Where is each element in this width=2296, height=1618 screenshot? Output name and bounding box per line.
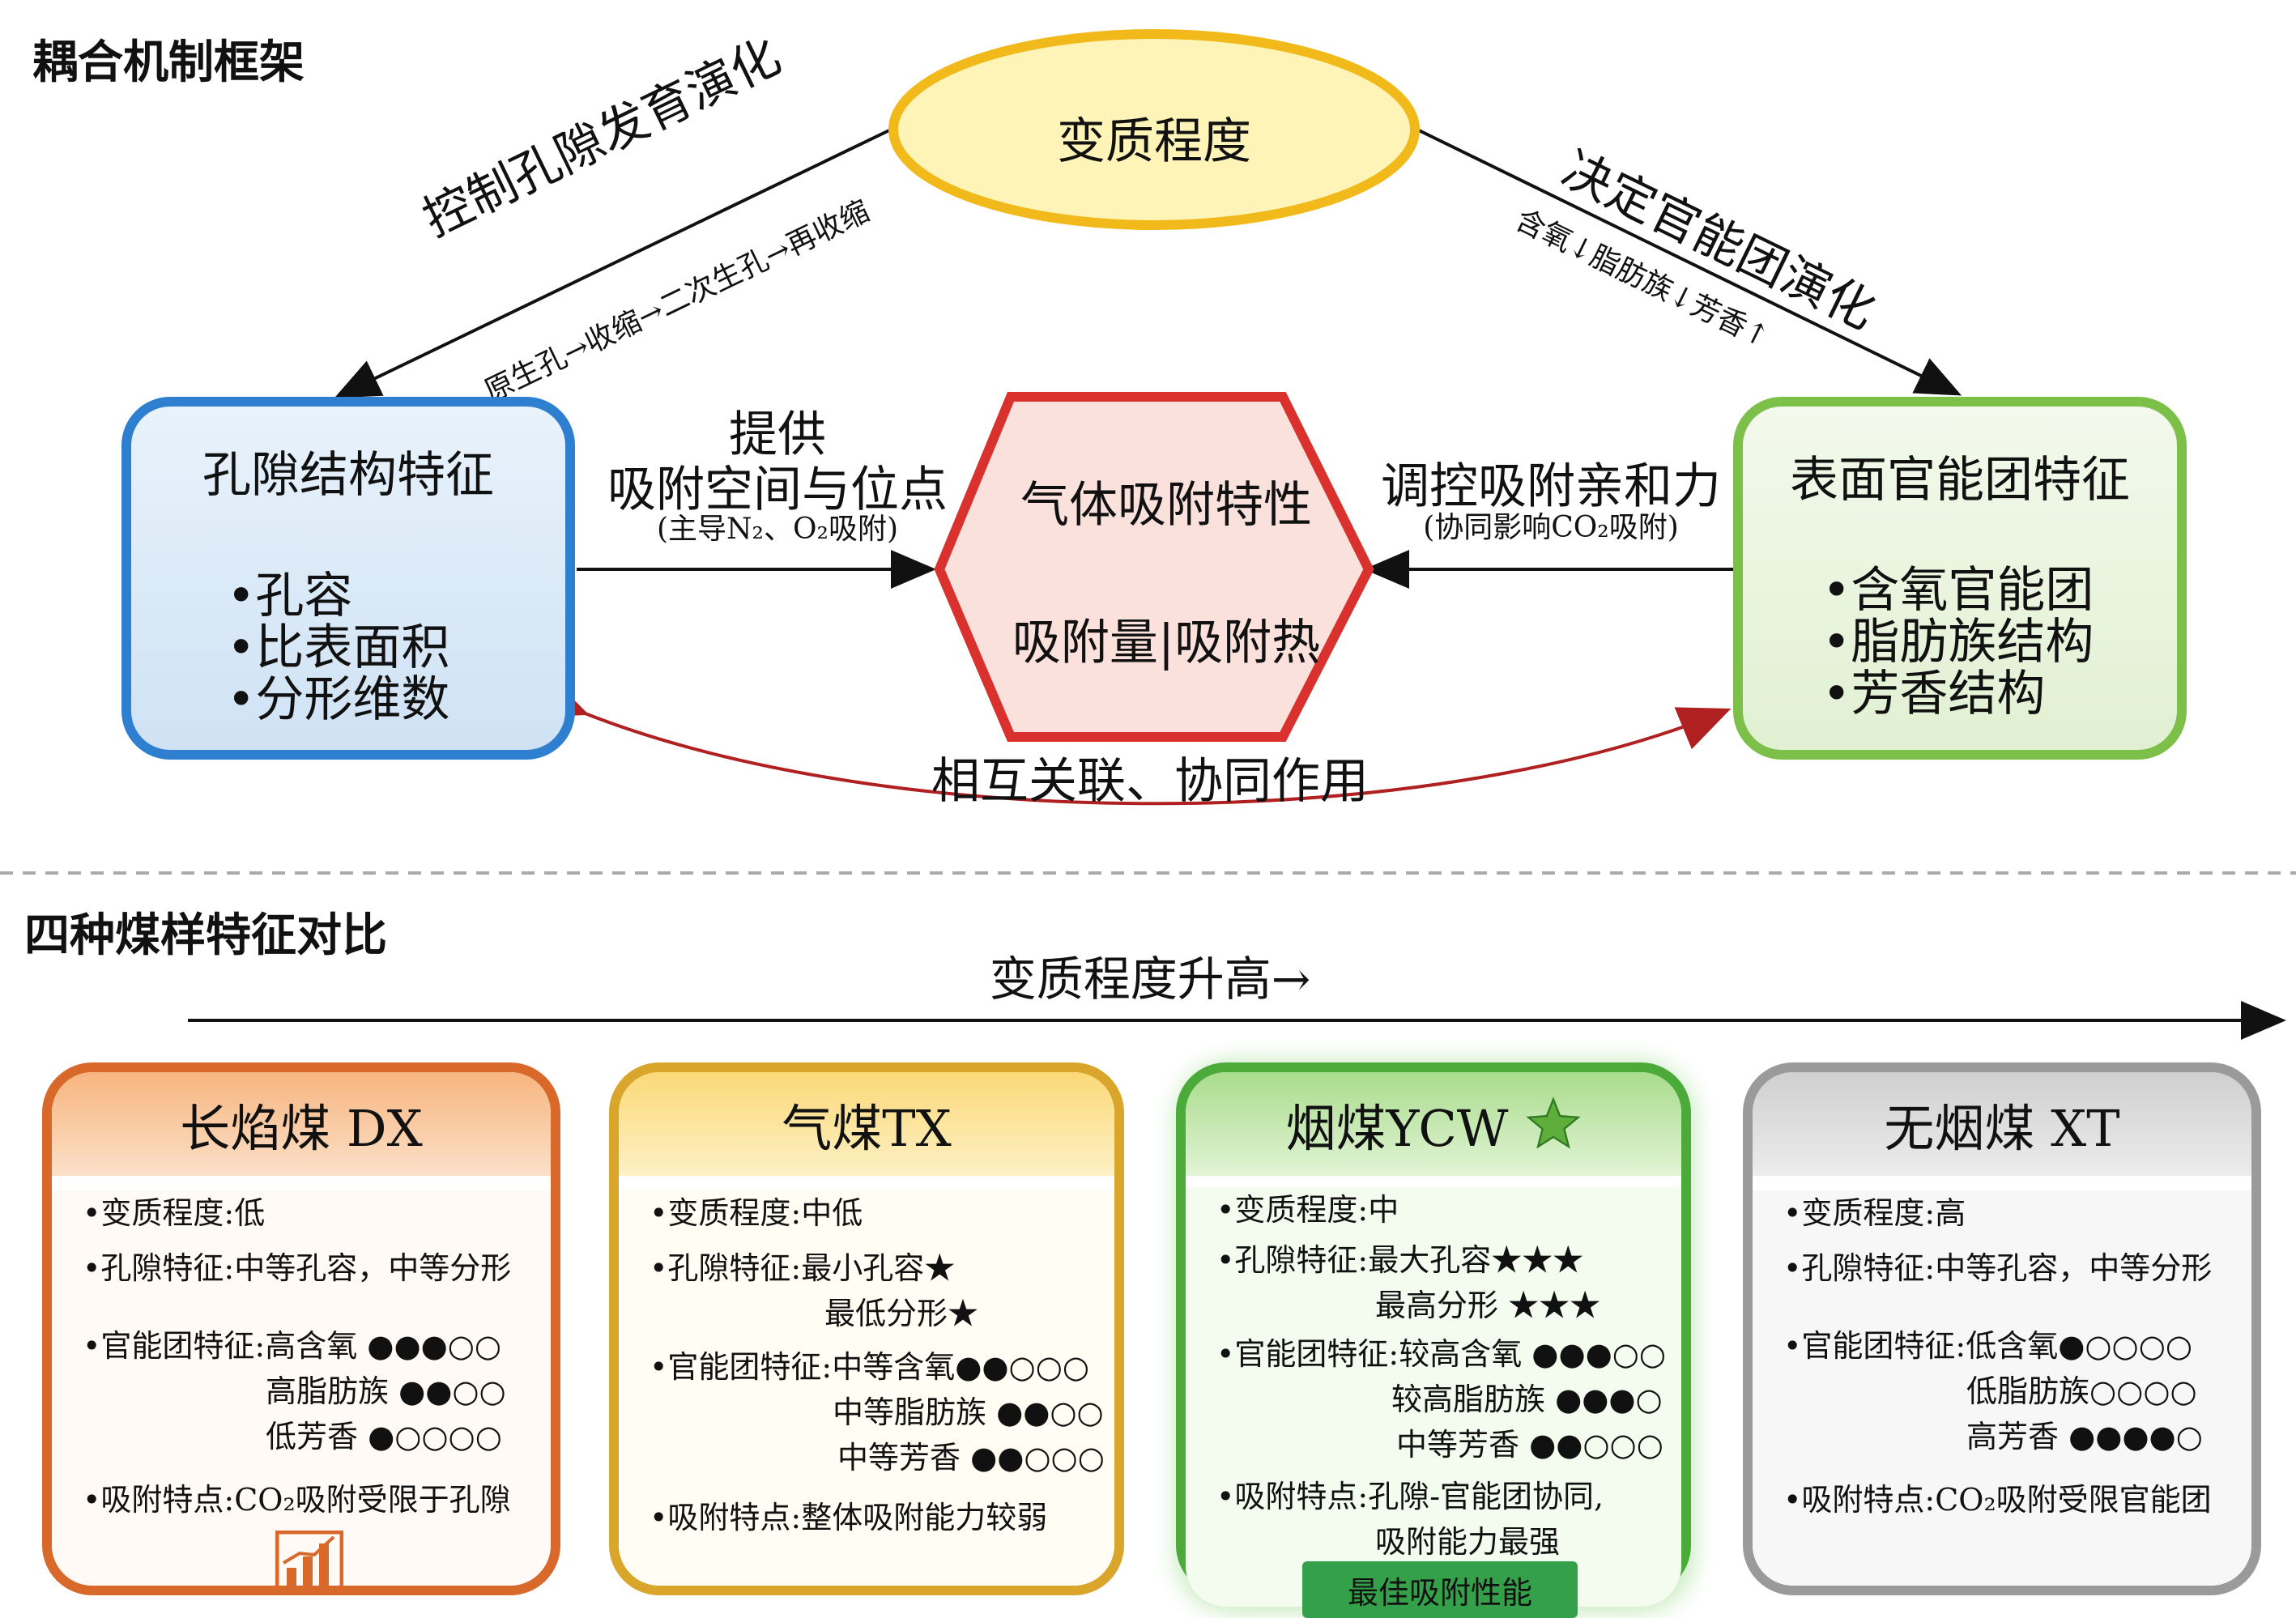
card-tx-groups: •官能团特征:中等含氧●●○○○ [650,1349,1090,1385]
comparison-section-title: 四种煤样特征对比 [24,909,387,962]
surface-group-box: 表面官能团特征 •含氧官能团 •脂肪族结构 •芳香结构 [1733,397,2187,760]
card-ycw-fractal: 最高分形 ★★★ [1375,1288,1601,1323]
card-tx: 气煤TX •变质程度:中低 •孔隙特征:最小孔容★ 最低分形★ •官能团特征:中… [609,1062,1124,1595]
card-xt-adsorption: •吸附特点:CO₂吸附受限官能团 [1783,1482,2212,1518]
card-xt-groups: •官能团特征:低含氧●○○○○ [1783,1328,2193,1364]
card-tx-pore: •孔隙特征:最小孔容★ [650,1250,956,1286]
pore-structure-title: 孔隙结构特征 [202,447,494,504]
surface-item-aromatic: •芳香结构 [1822,666,2046,722]
interaction-label: 相互关联、协同作用 [931,753,1369,810]
trend-label: 变质程度升高→ [989,952,1311,1007]
provide-label: 提供 [729,407,826,463]
metamorphism-ellipse [888,29,1420,230]
pore-item-surface-area: •比表面积 [227,620,450,676]
card-ycw-title: 烟煤YCW [1285,1099,1509,1158]
co2-note: (协同影响CO₂吸附) [1423,511,1679,544]
card-tx-adsorption: •吸附特点:整体吸附能力较弱 [650,1500,1048,1535]
framework-section-title: 耦合机制框架 [32,36,305,89]
card-xt-title: 无烟煤 XT [1753,1072,2251,1176]
card-xt: 无烟煤 XT •变质程度:高 •孔隙特征:中等孔容，中等分形 •官能团特征:低含… [1743,1062,2261,1595]
n2-o2-note: (主导N₂、O₂吸附) [657,513,898,546]
card-ycw-aromatic: 中等芳香 ●●○○○ [1396,1427,1663,1463]
surface-item-aliphatic: •脂肪族结构 [1822,614,2094,671]
card-dx-title: 长焰煤 DX [52,1072,551,1176]
card-ycw-groups: •官能团特征:较高含氧 ●●●○○ [1216,1336,1667,1372]
card-ycw-header: 烟煤YCW [1186,1072,1681,1176]
card-tx-aliphatic: 中等脂肪族 ●●○○ [833,1394,1104,1430]
card-dx-aromatic: 低芳香 ●○○○○ [266,1419,502,1454]
right-diagonal-arrow [1416,128,1962,396]
card-xt-rank: •变质程度:高 [1783,1195,1966,1231]
pore-item-fractal: •分形维数 [227,671,450,728]
card-ycw-adsorption: •吸附特点:孔隙-官能团协同, [1216,1479,1604,1514]
card-dx-rank: •变质程度:低 [83,1195,266,1231]
star-icon [1525,1096,1581,1149]
card-ycw-aliphatic: 较高脂肪族 ●●●○ [1391,1382,1663,1417]
affinity-label: 调控吸附亲和力 [1381,458,1721,515]
card-dx: 长焰煤 DX •变质程度:低 •孔隙特征:中等孔容，中等分形 •官能团特征:高含… [42,1062,560,1595]
bar-chart-icon [275,1531,343,1586]
pore-item-volume: •孔容 [227,568,353,624]
interaction-curve-arrow [532,675,1732,806]
card-ycw-rank: •变质程度:中 [1216,1192,1399,1228]
card-tx-rank: •变质程度:中低 [650,1195,863,1231]
card-ycw-pore: •孔隙特征:最大孔容★★★ [1216,1242,1584,1278]
pore-structure-box: 孔隙结构特征 •孔容 •比表面积 •分形维数 [121,397,575,760]
card-tx-title: 气煤TX [619,1072,1114,1176]
card-dx-aliphatic: 高脂肪族 ●●○○ [266,1373,506,1409]
card-dx-pore: •孔隙特征:中等孔容，中等分形 [83,1250,512,1286]
card-dx-adsorption: •吸附特点:CO₂吸附受限于孔隙 [83,1482,511,1518]
card-tx-aromatic: 中等芳香 ●●○○○ [837,1440,1105,1475]
card-dx-groups: •官能团特征:高含氧 ●●●○○ [83,1328,502,1364]
hexagon-subtitle: 吸附量|吸附热 [1012,615,1321,671]
card-tx-fractal: 最低分形★ [824,1296,979,1331]
card-xt-pore: •孔隙特征:中等孔容，中等分形 [1783,1250,2213,1286]
left-diagonal-arrow [334,128,892,398]
card-ycw-adsorption-2: 吸附能力最强 [1375,1524,1561,1560]
surface-item-oxygen: •含氧官能团 [1822,562,2094,619]
surface-group-title: 表面官能团特征 [1790,452,2130,509]
hexagon-title: 气体吸附特性 [1020,477,1312,534]
card-xt-aliphatic: 低脂肪族○○○○ [1966,1373,2197,1409]
card-xt-aromatic: 高芳香 ●●●●○ [1966,1419,2203,1454]
best-adsorption-badge: 最佳吸附性能 [1302,1561,1578,1618]
metamorphism-label: 变质程度 [1057,113,1251,170]
adsorption-space-label: 吸附空间与位点 [607,462,948,518]
card-ycw: 烟煤YCW •变质程度:中 •孔隙特征:最大孔容★★★ 最高分形 ★★★ •官能… [1176,1062,1691,1618]
adsorption-hexagon [934,392,1374,742]
